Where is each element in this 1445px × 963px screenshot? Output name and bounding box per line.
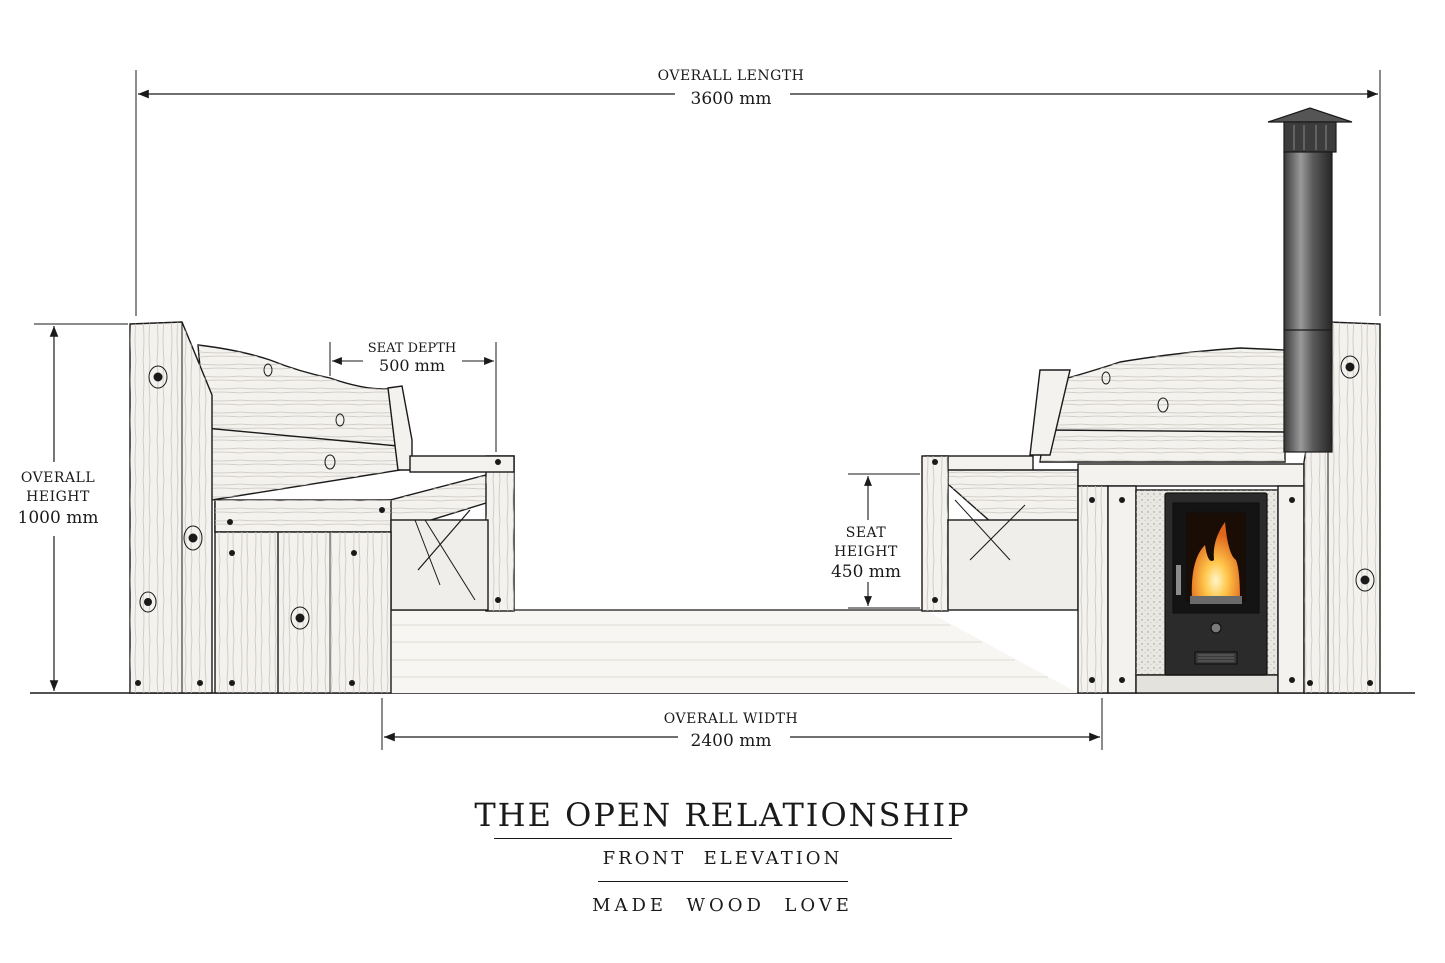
overall-length-value: 3600 mm — [691, 89, 772, 109]
dimension-seat-depth: SEAT DEPTH 500 mm — [329, 341, 497, 452]
seat-depth-label: SEAT DEPTH — [368, 341, 457, 356]
overall-width-label: OVERALL WIDTH — [664, 711, 798, 727]
left-bench — [129, 321, 515, 694]
seat-height-label-line1: SEAT — [846, 525, 887, 541]
wood-burning-stove — [1164, 492, 1268, 676]
seat-height-value: 450 mm — [831, 562, 901, 582]
seat-depth-value: 500 mm — [379, 356, 445, 375]
dimension-overall-length: OVERALL LENGTH 3600 mm — [135, 68, 1381, 316]
dimension-seat-height: SEAT HEIGHT 450 mm — [831, 473, 920, 609]
overall-height-label-line2: HEIGHT — [26, 489, 90, 505]
flue-pipe — [1267, 107, 1353, 453]
seat-height-label-line2: HEIGHT — [834, 544, 898, 560]
overall-length-label: OVERALL LENGTH — [658, 68, 805, 84]
overall-height-value: 1000 mm — [18, 508, 99, 528]
overall-width-value: 2400 mm — [691, 731, 772, 751]
dimension-overall-width: OVERALL WIDTH 2400 mm — [381, 698, 1103, 751]
overall-height-label-line1: OVERALL — [21, 470, 95, 486]
dimension-overall-height: OVERALL HEIGHT 1000 mm — [18, 323, 128, 691]
